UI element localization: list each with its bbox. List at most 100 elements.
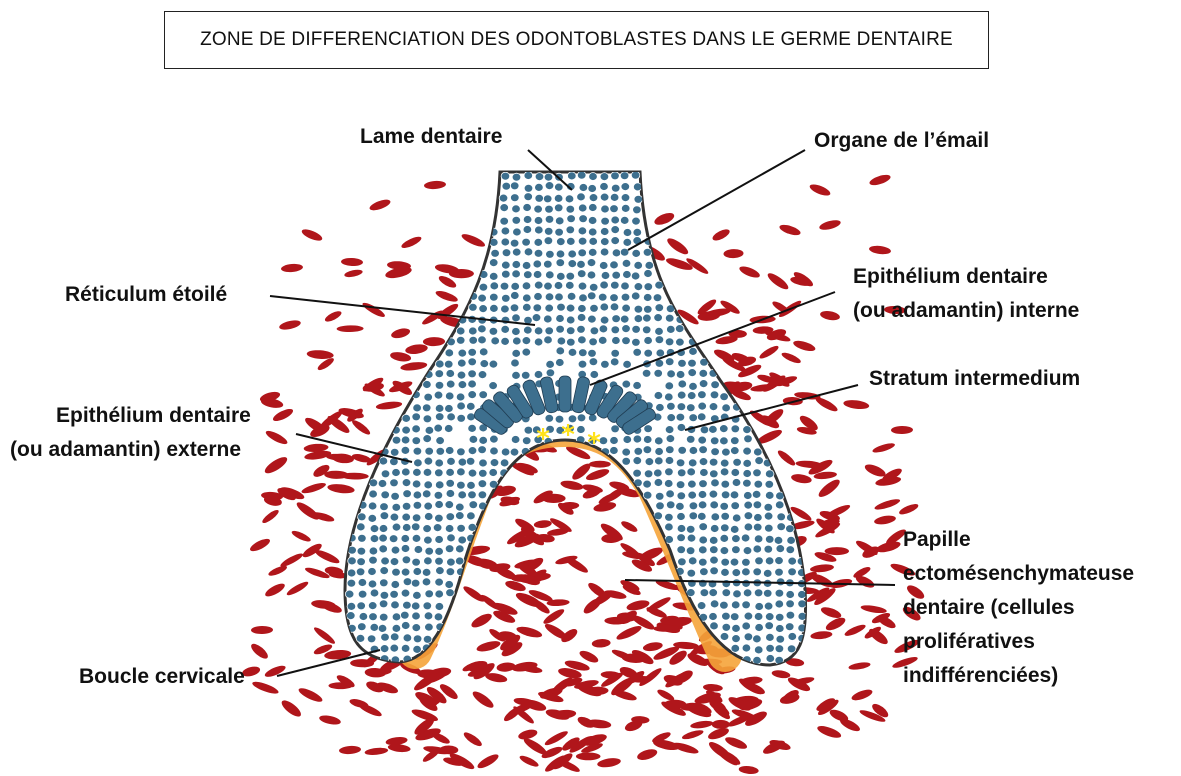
epithelium-cell [699,369,708,377]
epithelium-cell [677,403,686,411]
epithelium-cell [566,327,575,335]
label-papille-line4: prolifératives [903,629,1035,655]
epithelium-cell [524,172,533,180]
epithelium-cell [742,644,751,652]
epithelium-cell [390,644,399,652]
epithelium-cell [381,491,390,499]
epithelium-cell [435,557,444,565]
epithelium-cell [511,292,520,300]
mesenchyme-cell [860,604,887,615]
epithelium-cell [534,205,543,213]
epithelium-cell [445,349,454,357]
mesenchyme-cell [312,625,336,646]
epithelium-cell [700,568,709,576]
epithelium-cell [457,448,466,456]
epithelium-cell [700,589,709,597]
epithelium-cell [413,447,422,455]
epithelium-cell [534,281,543,289]
epithelium-cell [556,315,565,323]
mesenchyme-cell [723,249,743,259]
epithelium-cell [697,413,706,421]
epithelium-cell [390,479,399,487]
epithelium-cell [711,513,720,521]
epithelium-cell [579,215,588,223]
epithelium-cell [502,294,511,302]
epithelium-cell [566,281,575,289]
epithelium-cell [358,623,367,631]
epithelium-cell [611,216,620,224]
epithelium-cell [467,512,476,520]
epithelium-cell [786,525,795,533]
epithelium-cell [403,490,412,498]
epithelium-cell [545,293,554,301]
mesenchyme-cell [820,605,843,620]
epithelium-cell [413,645,422,653]
epithelium-cell [381,470,390,478]
epithelium-cell [468,491,477,499]
mesenchyme-cell [518,754,540,769]
mesenchyme-cell [337,325,364,332]
epithelium-cell [785,623,794,631]
epithelium-cell [678,446,687,454]
mesenchyme-cell [476,752,501,771]
epithelium-cell [381,633,390,641]
epithelium-cell [555,183,564,191]
epithelium-cell [445,501,454,509]
epithelium-cell [390,633,399,641]
epithelium-cell [522,348,531,356]
epithelium-cell [578,305,587,313]
mesenchyme-cell [766,271,791,292]
mesenchyme-cell [306,349,334,359]
epithelium-cell [710,556,719,564]
epithelium-cell [423,602,432,610]
epithelium-cell [381,557,390,565]
epithelium-cell [720,601,729,609]
epithelium-cell [401,446,410,454]
label-boucle-cervicale: Boucle cervicale [79,664,245,690]
epithelium-cell [633,228,642,236]
epithelium-cell [412,624,421,632]
mesenchyme-cell [724,735,749,751]
epithelium-cell [413,491,422,499]
epithelium-cell [710,470,719,478]
epithelium-cell [456,545,465,553]
epithelium-cell [578,282,587,290]
epithelium-cell [601,360,610,368]
epithelium-cell [567,237,576,245]
epithelium-cell [665,382,674,390]
epithelium-cell [577,426,586,434]
epithelium-cell [345,590,354,598]
epithelium-cell [501,172,510,180]
epithelium-cell [458,349,467,357]
epithelium-cell [369,556,378,564]
epithelium-cell [544,173,553,181]
epithelium-cell [479,283,488,291]
epithelium-cell [379,600,388,608]
epithelium-cell [411,579,420,587]
epithelium-cell [720,534,729,542]
epithelium-cell [601,205,610,213]
epithelium-cell [391,581,400,589]
mesenchyme-cell [297,686,324,705]
epithelium-cell [676,481,685,489]
epithelium-cell [555,228,564,236]
epithelium-cell [656,502,665,510]
epithelium-cell [676,371,685,379]
epithelium-cell [424,536,433,544]
mesenchyme-cell [434,289,459,304]
epithelium-cell [743,547,752,555]
epithelium-cell [711,381,720,389]
epithelium-cell [545,215,554,223]
mesenchyme-cell [711,227,731,243]
epithelium-cell [689,414,698,422]
epithelium-cell [765,613,774,621]
epithelium-cell [412,480,421,488]
epithelium-cell [413,568,422,576]
mesenchyme-cell [545,707,571,721]
epithelium-cell [424,393,433,401]
mesenchyme-cell [318,714,341,726]
mesenchyme-cell [344,268,364,278]
epithelium-cell [611,172,620,180]
epithelium-cell [722,623,731,631]
epithelium-cell [698,436,707,444]
